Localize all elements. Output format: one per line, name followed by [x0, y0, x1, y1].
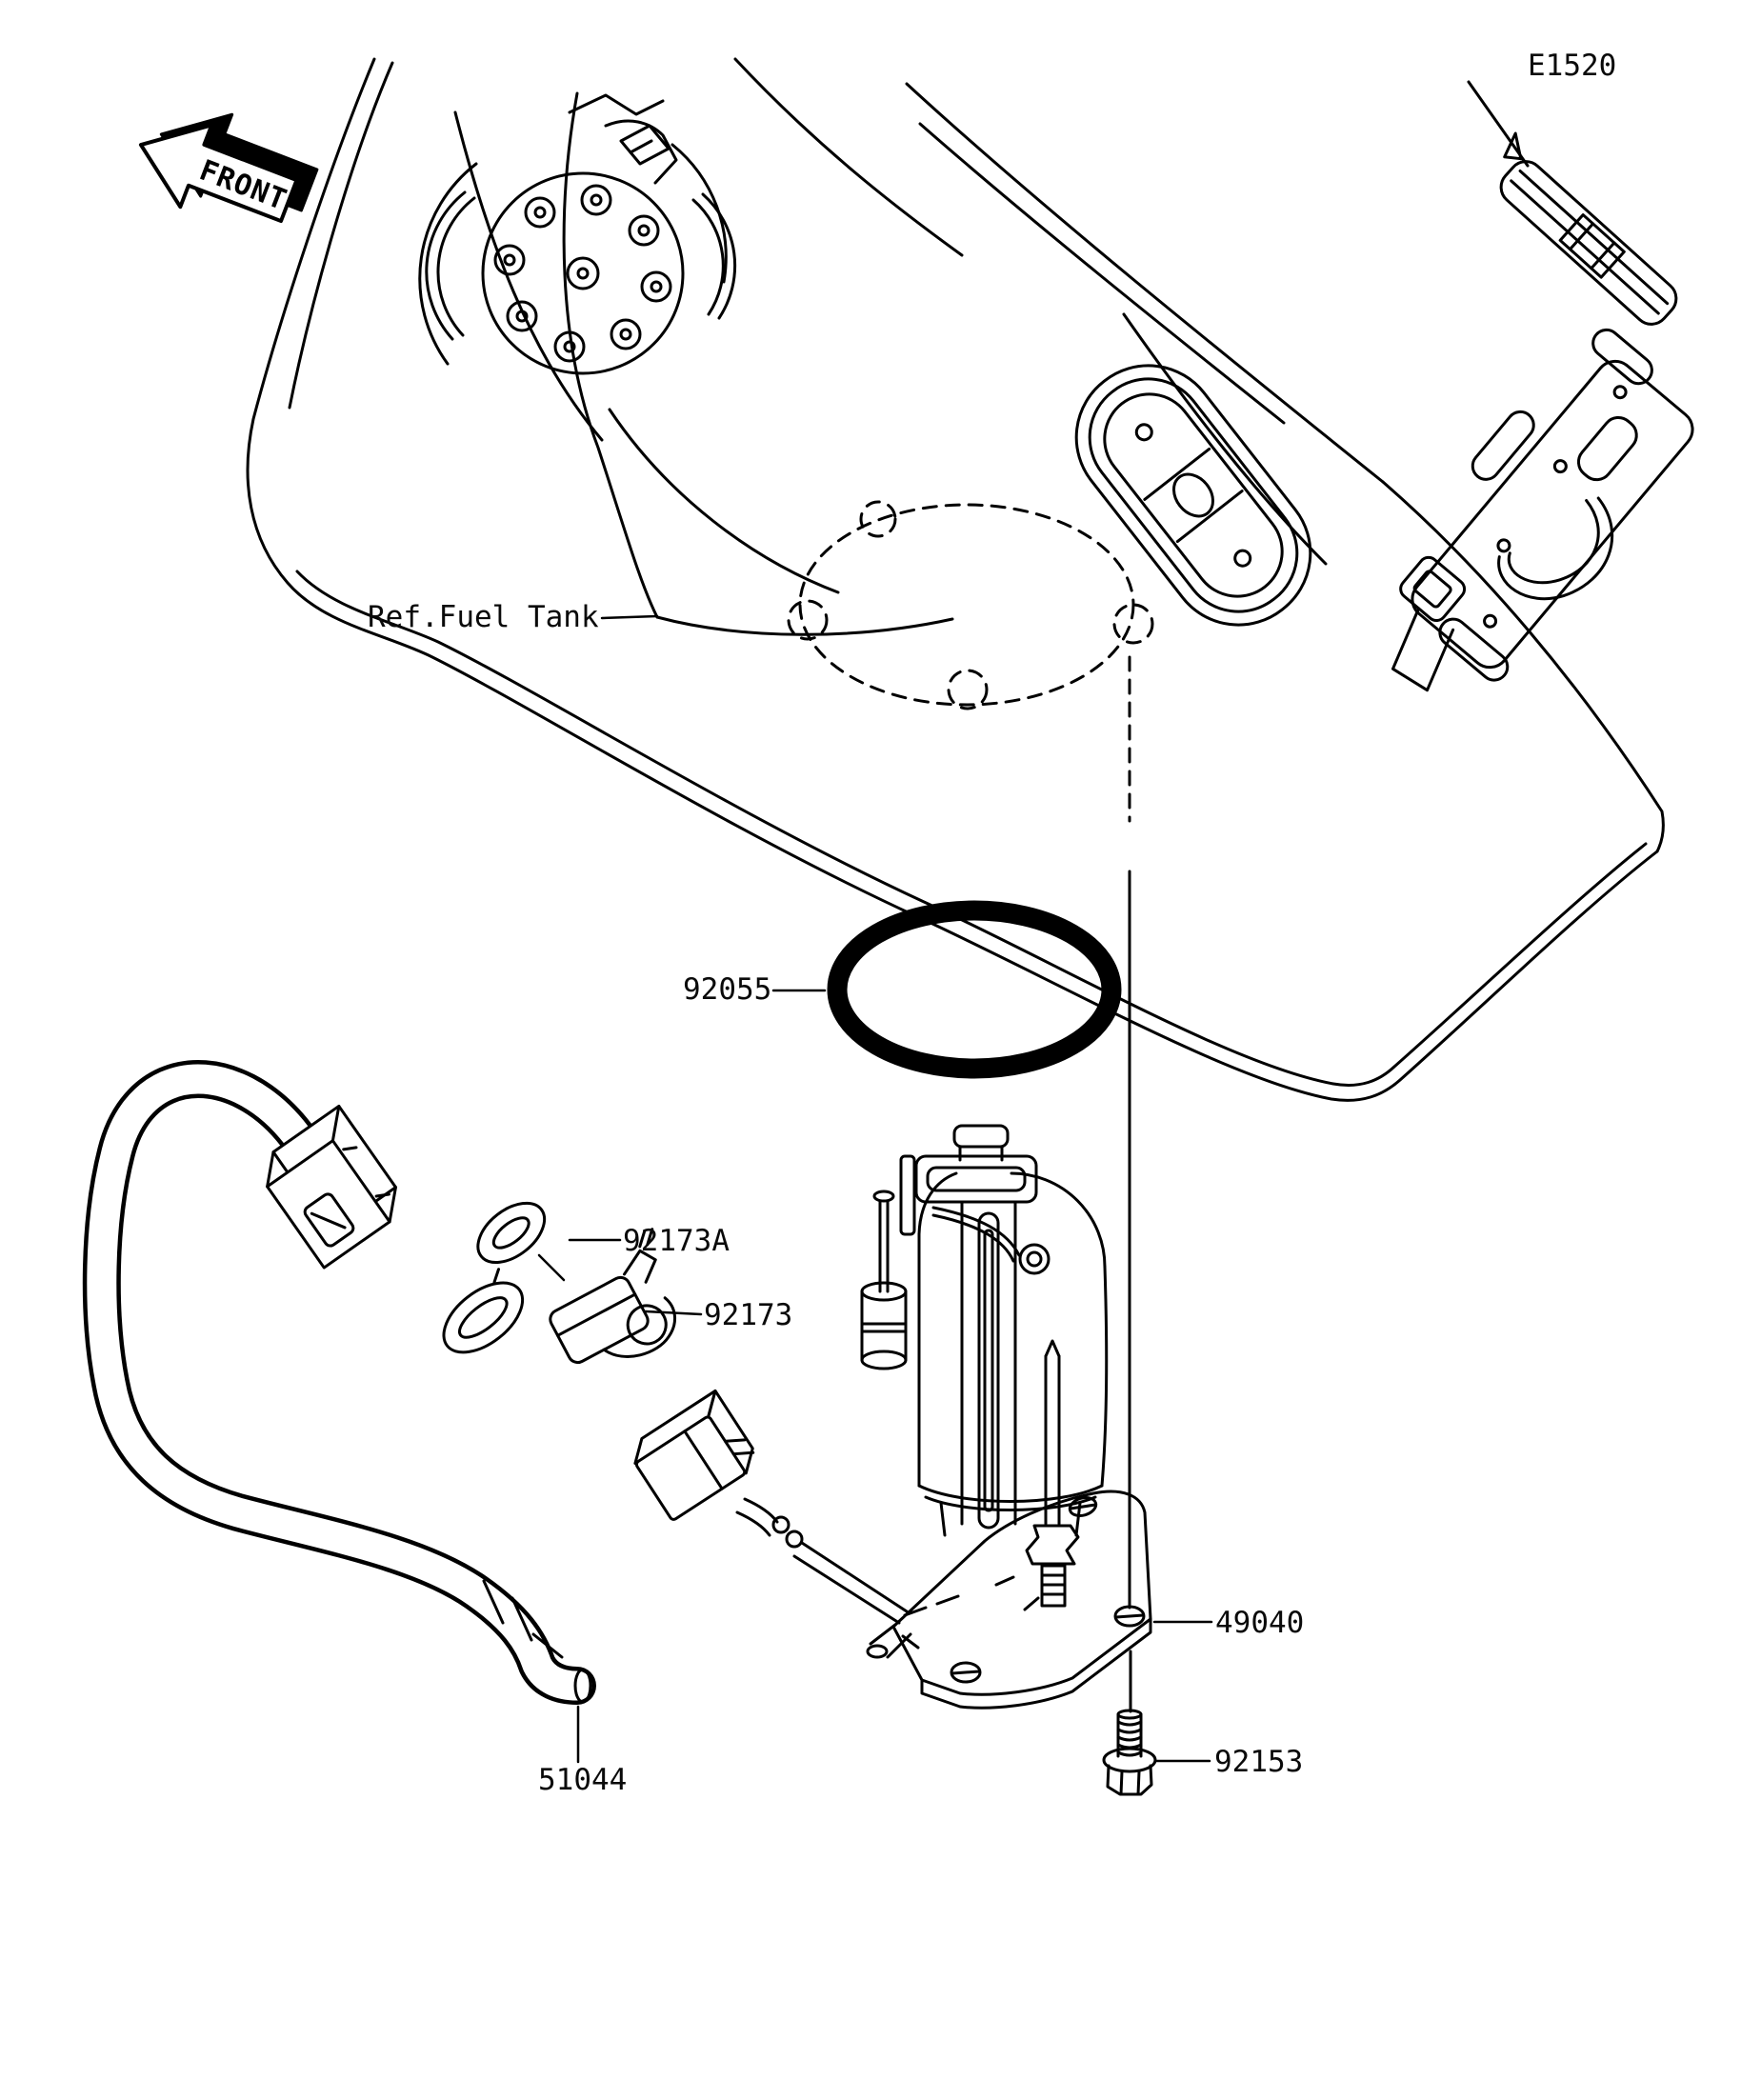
front-direction-arrow: FRONT — [138, 112, 319, 224]
fuel-hose-part — [82, 1060, 596, 1705]
page-code: E1520 — [1528, 49, 1617, 83]
tank-top-channel-bracket — [1499, 131, 1678, 326]
clamp-a-part — [442, 1201, 547, 1354]
part-label-o-ring: 92055 — [683, 972, 772, 1007]
pump-connector — [633, 1389, 909, 1625]
hose-quick-connect-fitting — [266, 1104, 397, 1270]
fuel-tank-drawing — [246, 57, 1665, 1102]
install-axis-line — [1128, 870, 1132, 1713]
part-label-fuel-hose: 51044 — [538, 1763, 628, 1797]
part-label-fuel-pump: 49040 — [1215, 1606, 1305, 1640]
bolt-part — [1102, 1709, 1157, 1796]
leader-lines — [537, 614, 1213, 1764]
tank-pump-mount-plate — [418, 93, 737, 375]
clamp-b-part — [549, 1228, 676, 1365]
pump-opening-dashed — [787, 500, 1154, 823]
part-label-clamp-a: 92173A — [623, 1224, 730, 1258]
o-ring-part — [827, 900, 1122, 1079]
fuel-pump-part — [860, 1124, 1152, 1710]
tank-rear-bracket — [1391, 328, 1694, 692]
part-label-bolt: 92153 — [1214, 1745, 1304, 1779]
part-label-clamp-b: 92173 — [704, 1298, 793, 1332]
tank-oval-access-plate — [1074, 364, 1312, 627]
fuel-tank-ref-label: Ref.Fuel Tank — [368, 600, 599, 634]
